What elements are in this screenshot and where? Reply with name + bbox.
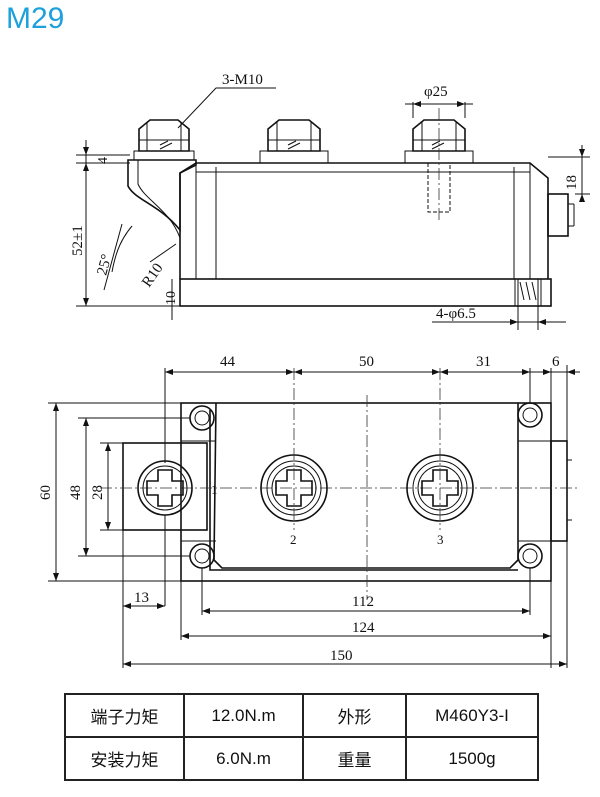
dim-150: 150 (330, 648, 353, 664)
side-view: 3-M10 φ25 4 52±1 25° R10 10 18 (70, 72, 590, 330)
spec-table: 端子力矩 12.0N.m 外形 M460Y3-I 安装力矩 6.0N.m 重量 … (64, 693, 539, 781)
module-body (179, 162, 549, 279)
spec-cell: 1500g (405, 736, 539, 781)
dim-31: 31 (476, 354, 491, 370)
bolt-leader (177, 87, 276, 129)
dim-50: 50 (359, 354, 374, 370)
spec-row: 端子力矩 12.0N.m 外形 M460Y3-I (64, 693, 539, 738)
terminal-3-label: 3 (437, 532, 444, 547)
mount-hole-tr (517, 402, 543, 428)
dim-10: 10 (164, 291, 179, 305)
terminal-2-screw (260, 368, 328, 530)
bolt-2 (259, 119, 329, 164)
dim-18: 18 (564, 175, 580, 190)
spec-cell: M460Y3-I (405, 693, 539, 738)
spec-cell: 6.0N.m (183, 736, 304, 781)
terminal-1-bracket (127, 159, 197, 233)
holes-label: 4-φ6.5 (436, 306, 476, 322)
dim-60: 60 (38, 485, 54, 500)
dim-6: 6 (552, 354, 560, 370)
spec-row: 安装力矩 6.0N.m 重量 1500g (64, 736, 539, 781)
dim-124: 124 (352, 620, 375, 636)
model-title: M29 (6, 2, 65, 35)
bolt-1 (133, 119, 195, 161)
spec-cell: 重量 (302, 736, 407, 781)
terminal-2-label: 2 (290, 532, 297, 547)
dim-48: 48 (68, 485, 84, 500)
spec-cell: 端子力矩 (64, 693, 185, 738)
dim-28: 28 (90, 485, 106, 500)
technical-drawing: 3-M10 φ25 4 52±1 25° R10 10 18 (38, 72, 590, 668)
top-side-connector (550, 440, 568, 542)
top-view: 1 2 3 44 50 31 6 60 48 28 (38, 354, 580, 668)
bolt-3 (404, 108, 474, 222)
mount-hole-br (517, 543, 543, 569)
spec-cell: 12.0N.m (183, 693, 304, 738)
terminal-3-screw (406, 368, 474, 530)
dim-4: 4 (96, 157, 111, 164)
radius-r10: R10 (139, 261, 166, 291)
angle-25: 25° (94, 253, 115, 277)
side-connector (547, 193, 569, 237)
dim-13: 13 (134, 590, 149, 606)
dim-52: 52±1 (70, 225, 86, 256)
spec-cell: 外形 (302, 693, 407, 738)
terminal-1-label: 1 (211, 482, 218, 497)
bolt-spec-label: 3-M10 (222, 72, 263, 88)
dim-112: 112 (352, 594, 374, 610)
base-plate (179, 278, 552, 307)
dim-44: 44 (220, 354, 236, 370)
spec-cell: 安装力矩 (64, 736, 185, 781)
top-base-plate (180, 402, 552, 582)
phi25-label: φ25 (424, 84, 448, 100)
